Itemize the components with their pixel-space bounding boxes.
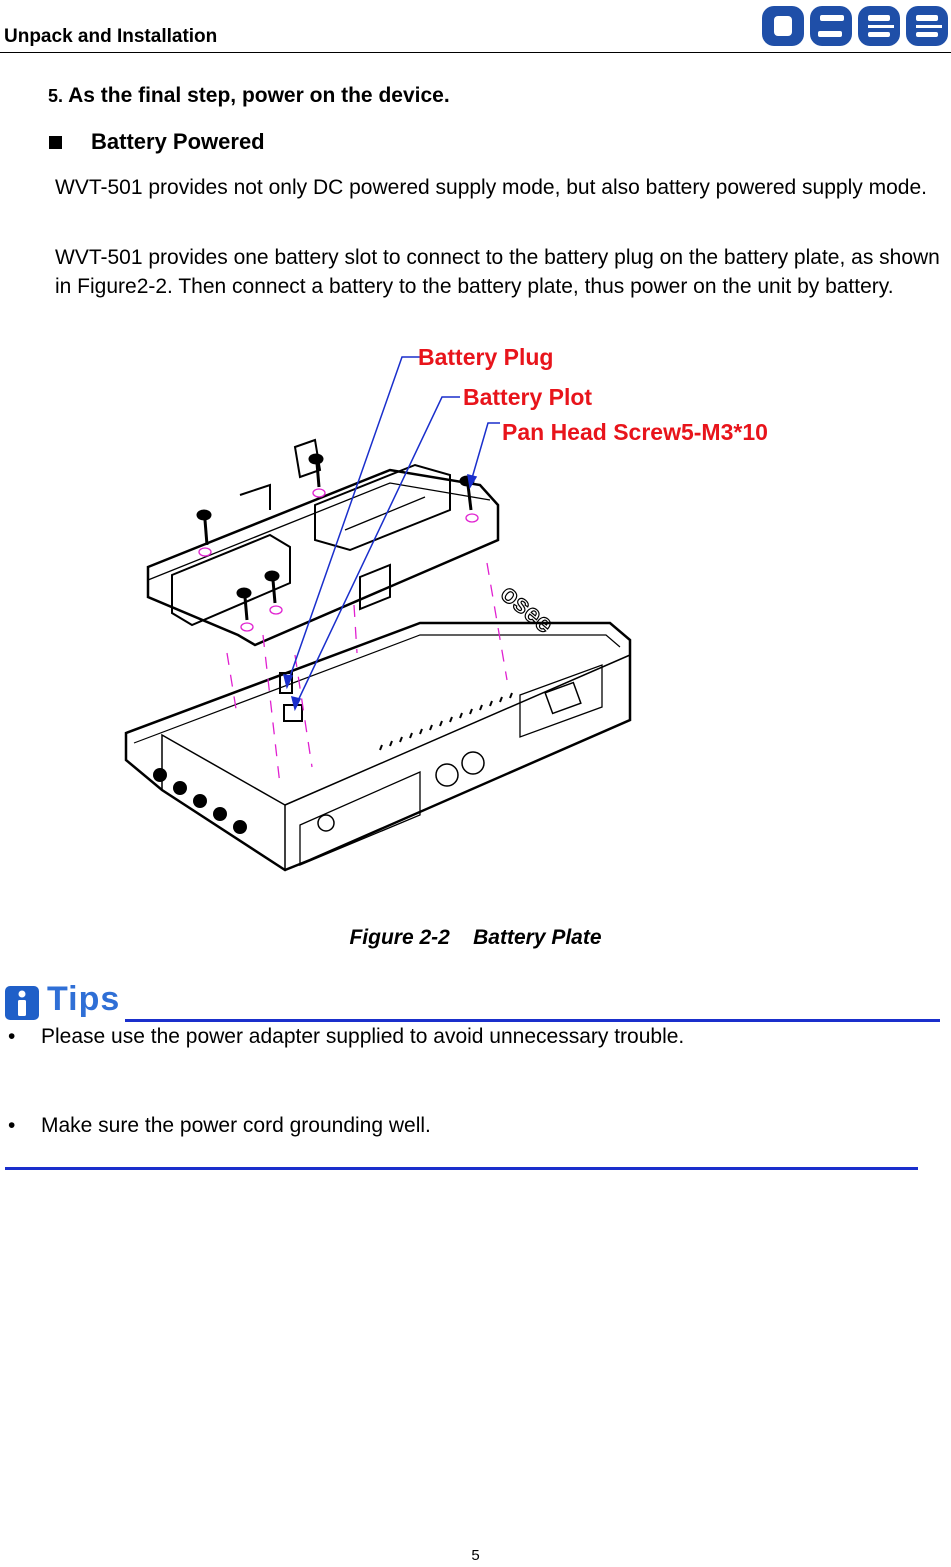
- callout-leaders: [283, 356, 500, 712]
- device-unit-drawing: [124, 621, 632, 872]
- tips-bottom-rule: [5, 1167, 918, 1170]
- battery-plug-connector: [279, 672, 303, 722]
- vent-slots: [379, 692, 513, 751]
- callout-battery-plug: Battery Plug: [418, 344, 553, 370]
- osee-logo: [762, 6, 948, 46]
- bullet: •: [8, 1025, 16, 1048]
- step-text: As the final step, power on the device.: [68, 84, 450, 107]
- screws: [196, 453, 475, 621]
- tip-text: Please use the power adapter supplied to…: [41, 1025, 685, 1048]
- device-logo: osee: [495, 578, 560, 639]
- info-icon: [5, 986, 39, 1020]
- battery-plate-figure: osee: [124, 344, 768, 872]
- bullet: •: [8, 1114, 16, 1137]
- step-number: 5.: [48, 86, 64, 106]
- battery-plate-drawing: [146, 438, 500, 647]
- alignment-lines: [226, 562, 508, 786]
- square-bullet-icon: [49, 136, 62, 149]
- header-divider: [0, 52, 951, 53]
- paragraph: WVT-501 provides not only DC powered sup…: [55, 176, 927, 199]
- paragraph: WVT-501 provides one battery slot to con…: [55, 246, 940, 298]
- callout-battery-plot: Battery Plot: [463, 384, 592, 410]
- tips-top-rule: [125, 1019, 940, 1022]
- tip-text: Make sure the power cord grounding well.: [41, 1114, 431, 1137]
- tips-label: Tips: [47, 980, 121, 1018]
- section-title: Battery Powered: [91, 129, 265, 154]
- header-title: Unpack and Installation: [4, 26, 218, 47]
- figure-caption: Figure 2-2 Battery Plate: [349, 926, 602, 949]
- page-number: 5: [471, 1547, 480, 1564]
- step-heading: 5. As the final step, power on the devic…: [48, 84, 450, 108]
- callout-pan-head-screw: Pan Head Screw5-M3*10: [502, 419, 768, 445]
